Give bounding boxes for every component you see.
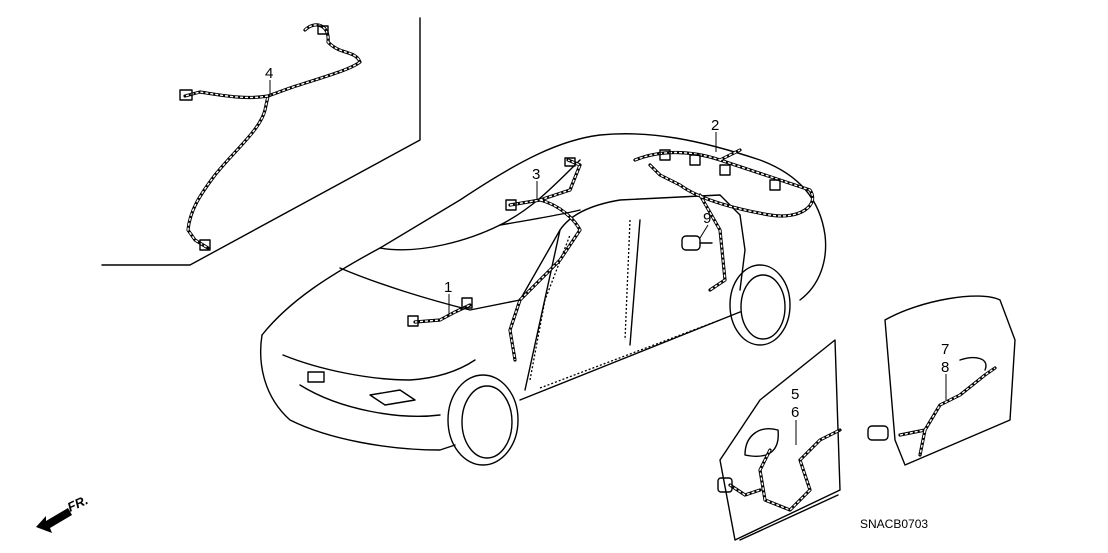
leader-line-9 xyxy=(699,224,709,239)
callout-3: 3 xyxy=(532,166,540,183)
car-body-outline xyxy=(259,133,827,466)
callout-2: 2 xyxy=(711,117,719,134)
harness-2[interactable] xyxy=(633,148,815,292)
harness-5-6[interactable] xyxy=(717,428,842,512)
callout-9: 9 xyxy=(703,210,711,227)
callout-5: 5 xyxy=(791,386,799,403)
front-direction-arrow-icon xyxy=(36,508,72,533)
callout-7: 7 xyxy=(941,341,949,358)
diagram-code: SNACB0703 xyxy=(860,517,928,531)
direction-label: FR. xyxy=(65,492,90,514)
callout-8: 8 xyxy=(941,359,949,376)
part-9-connector[interactable] xyxy=(681,235,713,251)
callout-1: 1 xyxy=(444,279,452,296)
rear-door xyxy=(884,295,1016,466)
harness-4[interactable] xyxy=(179,23,362,251)
front-door xyxy=(719,339,841,541)
callout-6: 6 xyxy=(791,404,799,421)
harness-1[interactable] xyxy=(407,297,473,327)
harness-7-8[interactable] xyxy=(867,366,997,457)
callout-4: 4 xyxy=(265,65,273,82)
inset-panel-border xyxy=(101,17,421,266)
harness-3[interactable] xyxy=(505,157,582,362)
